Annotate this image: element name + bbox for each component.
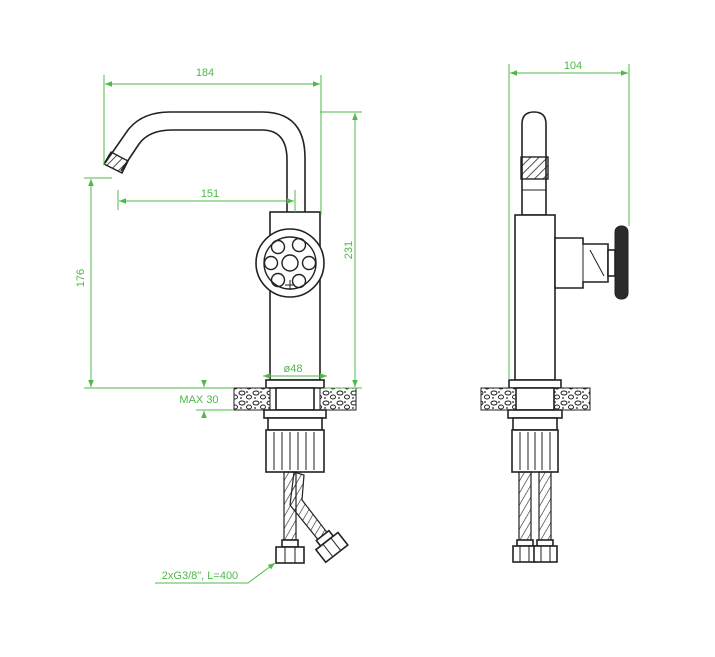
- side-base-ring: [508, 379, 562, 389]
- front-countertop-right: [319, 387, 357, 411]
- front-aerator: [103, 151, 129, 174]
- side-aerator: [520, 156, 549, 180]
- dim-label-176: 176: [75, 269, 87, 287]
- side-fixing-nut-top: [512, 417, 558, 431]
- dim-label-max30: MAX 30: [179, 394, 218, 406]
- dim-label-hoses: 2xG3/8", L=400: [162, 570, 238, 582]
- side-shank: [515, 387, 555, 411]
- front-shank: [275, 387, 315, 411]
- side-handle-arm: [554, 237, 609, 289]
- side-body: [514, 214, 556, 381]
- side-washer: [507, 409, 563, 419]
- side-hose-nut-right: [533, 539, 558, 563]
- side-hose-right: [538, 471, 552, 543]
- dim-leader-hoses: [155, 562, 276, 584]
- dim-label-104: 104: [564, 60, 582, 72]
- front-view: [103, 111, 357, 564]
- front-fixing-nut-top: [267, 417, 323, 431]
- front-fixing-nut: [265, 429, 325, 473]
- front-handle-wheel: [255, 228, 325, 298]
- front-hose-nut-left: [275, 539, 305, 564]
- dimension-lines: 184 151 231 176 ø48 MAX 30 104 2xG3/8",: [75, 60, 630, 584]
- dim-label-151: 151: [201, 188, 219, 200]
- front-countertop-left: [233, 387, 271, 411]
- dim-label-231: 231: [343, 241, 355, 259]
- side-hose-left: [518, 471, 532, 543]
- side-hose-nut-left: [512, 539, 537, 563]
- side-handle-wheel: [614, 225, 629, 300]
- side-view: [480, 111, 629, 563]
- front-spout-outer: [104, 111, 306, 212]
- dim-label-48: ø48: [284, 363, 303, 375]
- front-washer: [263, 409, 327, 419]
- front-spout-inner: [120, 129, 288, 212]
- side-countertop-right: [553, 387, 591, 411]
- front-base-ring: [265, 379, 325, 389]
- side-countertop-left: [480, 387, 517, 411]
- dim-label-184: 184: [196, 67, 214, 79]
- front-hose-nut-right: [314, 529, 349, 564]
